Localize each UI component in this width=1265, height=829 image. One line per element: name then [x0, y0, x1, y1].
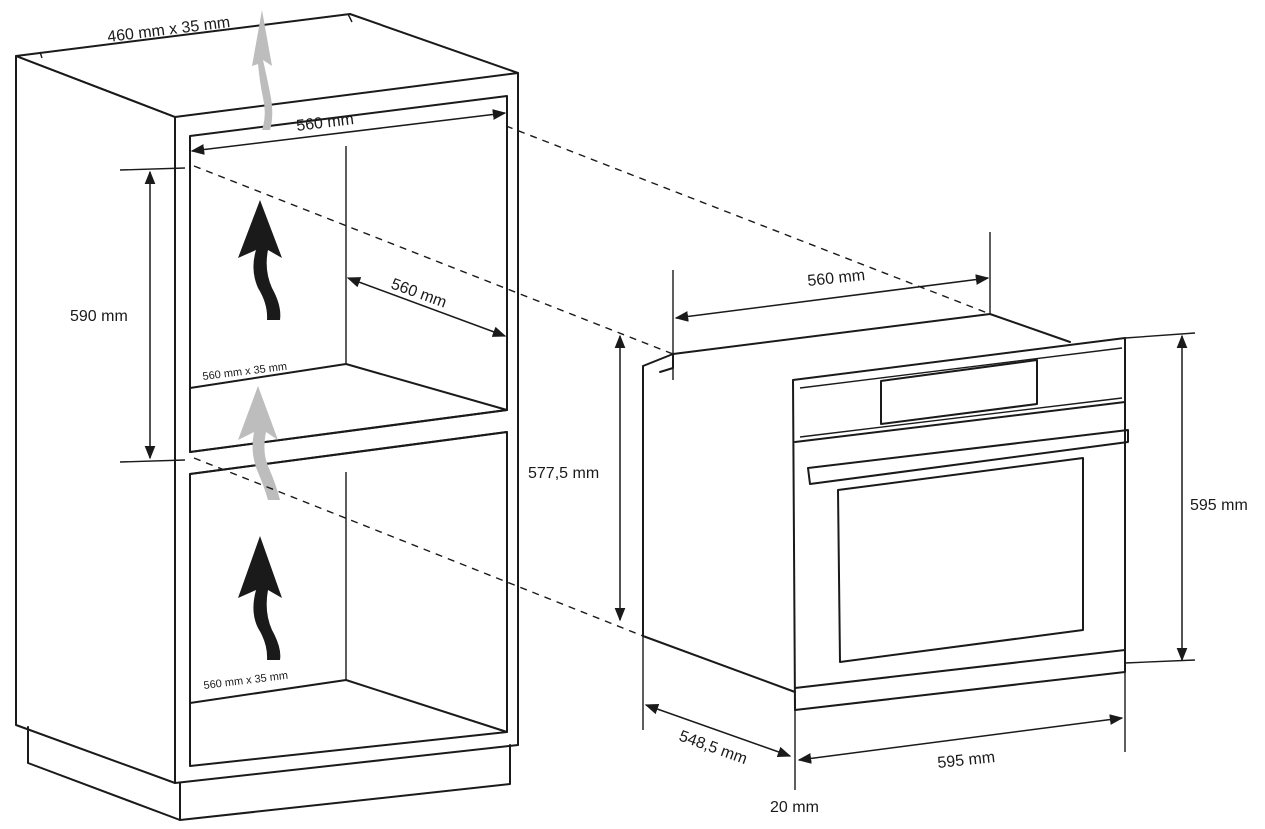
oven-display	[880, 359, 1038, 425]
airflow-arrow-faded-icon	[252, 10, 273, 130]
label-oven-body-height: 577,5 mm	[528, 465, 599, 482]
airflow-arrow-icon	[238, 536, 282, 660]
label-cabinet-width: 560 mm	[295, 111, 354, 135]
label-oven-front-height: 595 mm	[1190, 497, 1248, 514]
airflow-arrow-faded-icon	[238, 386, 280, 500]
oven-door-window	[837, 457, 1084, 663]
airflow-arrows	[238, 10, 282, 660]
cabinet-side-panel	[15, 55, 176, 784]
label-cabinet-depth: 560 mm	[389, 276, 449, 312]
oven	[642, 313, 1129, 711]
label-oven-depth: 548,5 mm	[677, 728, 750, 768]
dimension-lines	[119, 96, 1196, 790]
oven-door-handle	[807, 429, 1129, 485]
label-shelf-vent-lower: 560 mm x 35 mm	[203, 670, 289, 692]
airflow-arrow-icon	[238, 200, 282, 320]
cabinet-opening-upper	[189, 95, 508, 453]
label-oven-body-width: 560 mm	[807, 267, 866, 290]
label-oven-front-width: 595 mm	[937, 749, 996, 772]
label-top-vent: 460 mm x 35 mm	[106, 14, 231, 46]
oven-front	[792, 337, 1126, 711]
dimension-labels: 460 mm x 35 mm 560 mm 590 mm 560 mm 560 …	[70, 14, 1248, 816]
label-cabinet-height: 590 mm	[70, 308, 128, 325]
projection-lines	[193, 125, 991, 637]
label-front-thickness: 20 mm	[770, 799, 819, 816]
